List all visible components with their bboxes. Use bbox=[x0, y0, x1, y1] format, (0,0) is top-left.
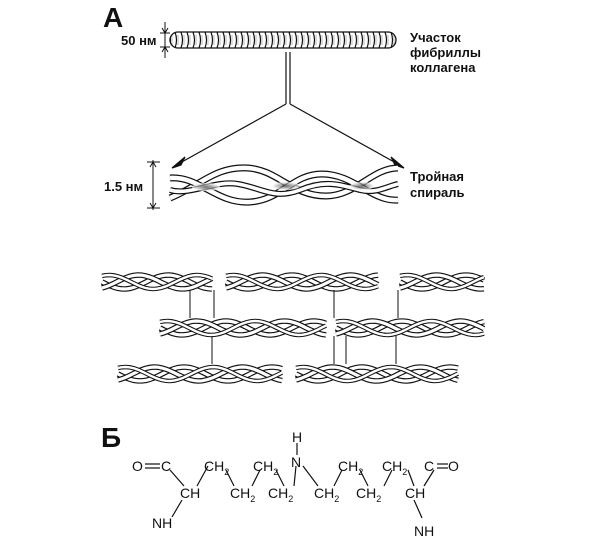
fibril-scale-bar bbox=[160, 22, 170, 58]
helix-strand-fill bbox=[335, 319, 485, 337]
atom-nh-left: NH bbox=[152, 515, 172, 531]
helix-strand-fill bbox=[399, 273, 485, 291]
helix-array bbox=[100, 272, 486, 384]
crosslink-structure: O C CH NH CH2 CH2 CH2 CH2 H N CH2 CH2 CH… bbox=[132, 429, 459, 539]
atom-ch2-8: CH2 bbox=[382, 458, 407, 477]
panel-a-letter: А bbox=[103, 2, 123, 33]
atom-ch2-2: CH2 bbox=[230, 485, 255, 504]
small-triple-helix bbox=[158, 318, 327, 338]
helix-strand-fill bbox=[117, 365, 283, 383]
small-triple-helix bbox=[116, 364, 284, 384]
crosslink-bonds bbox=[145, 443, 448, 519]
helix-label-line-1: Тройная bbox=[410, 169, 464, 184]
panel-b-letter: Б bbox=[101, 422, 121, 453]
small-triple-helix bbox=[100, 272, 214, 292]
atom-ch2-6: CH2 bbox=[338, 458, 363, 477]
helix-strand-fill bbox=[101, 273, 213, 291]
atom-ch-right: CH bbox=[405, 485, 425, 501]
atom-ch2-1: CH2 bbox=[204, 458, 229, 477]
fibril-label-line-1: Участок bbox=[410, 30, 461, 45]
helix-strand-fill bbox=[159, 319, 327, 337]
atom-nh-right: NH bbox=[414, 523, 434, 539]
atom-h-top: H bbox=[292, 429, 302, 445]
fibril-scale-label: 50 нм bbox=[121, 33, 157, 48]
atom-ch-left: CH bbox=[180, 485, 200, 501]
fibril-label-line-3: коллагена bbox=[410, 60, 476, 75]
collagen-fibril bbox=[169, 31, 397, 49]
triple-helix bbox=[168, 164, 399, 206]
atom-o-left: O bbox=[132, 458, 143, 474]
helix-strand-fill bbox=[101, 273, 213, 291]
helix-strand-fill bbox=[225, 273, 379, 291]
helix-scale-label: 1.5 нм bbox=[104, 179, 143, 194]
small-triple-helix bbox=[398, 272, 486, 292]
atom-ch2-5: CH2 bbox=[314, 485, 339, 504]
small-triple-helix bbox=[294, 364, 459, 384]
atom-ch2-3: CH2 bbox=[253, 458, 278, 477]
atom-ch2-7: CH2 bbox=[356, 485, 381, 504]
helix-scale-bar bbox=[147, 160, 160, 210]
small-triple-helix bbox=[224, 272, 380, 292]
atom-n-center: N bbox=[291, 454, 301, 470]
atom-o-right: O bbox=[448, 458, 459, 474]
helix-strand-fill bbox=[225, 273, 379, 291]
helix-strand-fill bbox=[399, 273, 485, 291]
zoom-connector bbox=[171, 52, 405, 169]
helix-strand-fill bbox=[295, 365, 459, 383]
helix-strand-fill bbox=[117, 365, 283, 383]
helix-strand-fill bbox=[159, 319, 327, 337]
atom-c-left: C bbox=[161, 458, 171, 474]
fibril-label-line-2: фибриллы bbox=[410, 45, 481, 60]
helix-strand-fill bbox=[399, 273, 485, 291]
atom-ch2-4: CH2 bbox=[268, 485, 293, 504]
small-triple-helix bbox=[334, 318, 486, 338]
helix-label-line-2: спираль bbox=[410, 185, 465, 200]
helix-strand-fill bbox=[295, 365, 459, 383]
atom-c-right: C bbox=[424, 458, 434, 474]
helix-strand-fill bbox=[101, 273, 213, 291]
